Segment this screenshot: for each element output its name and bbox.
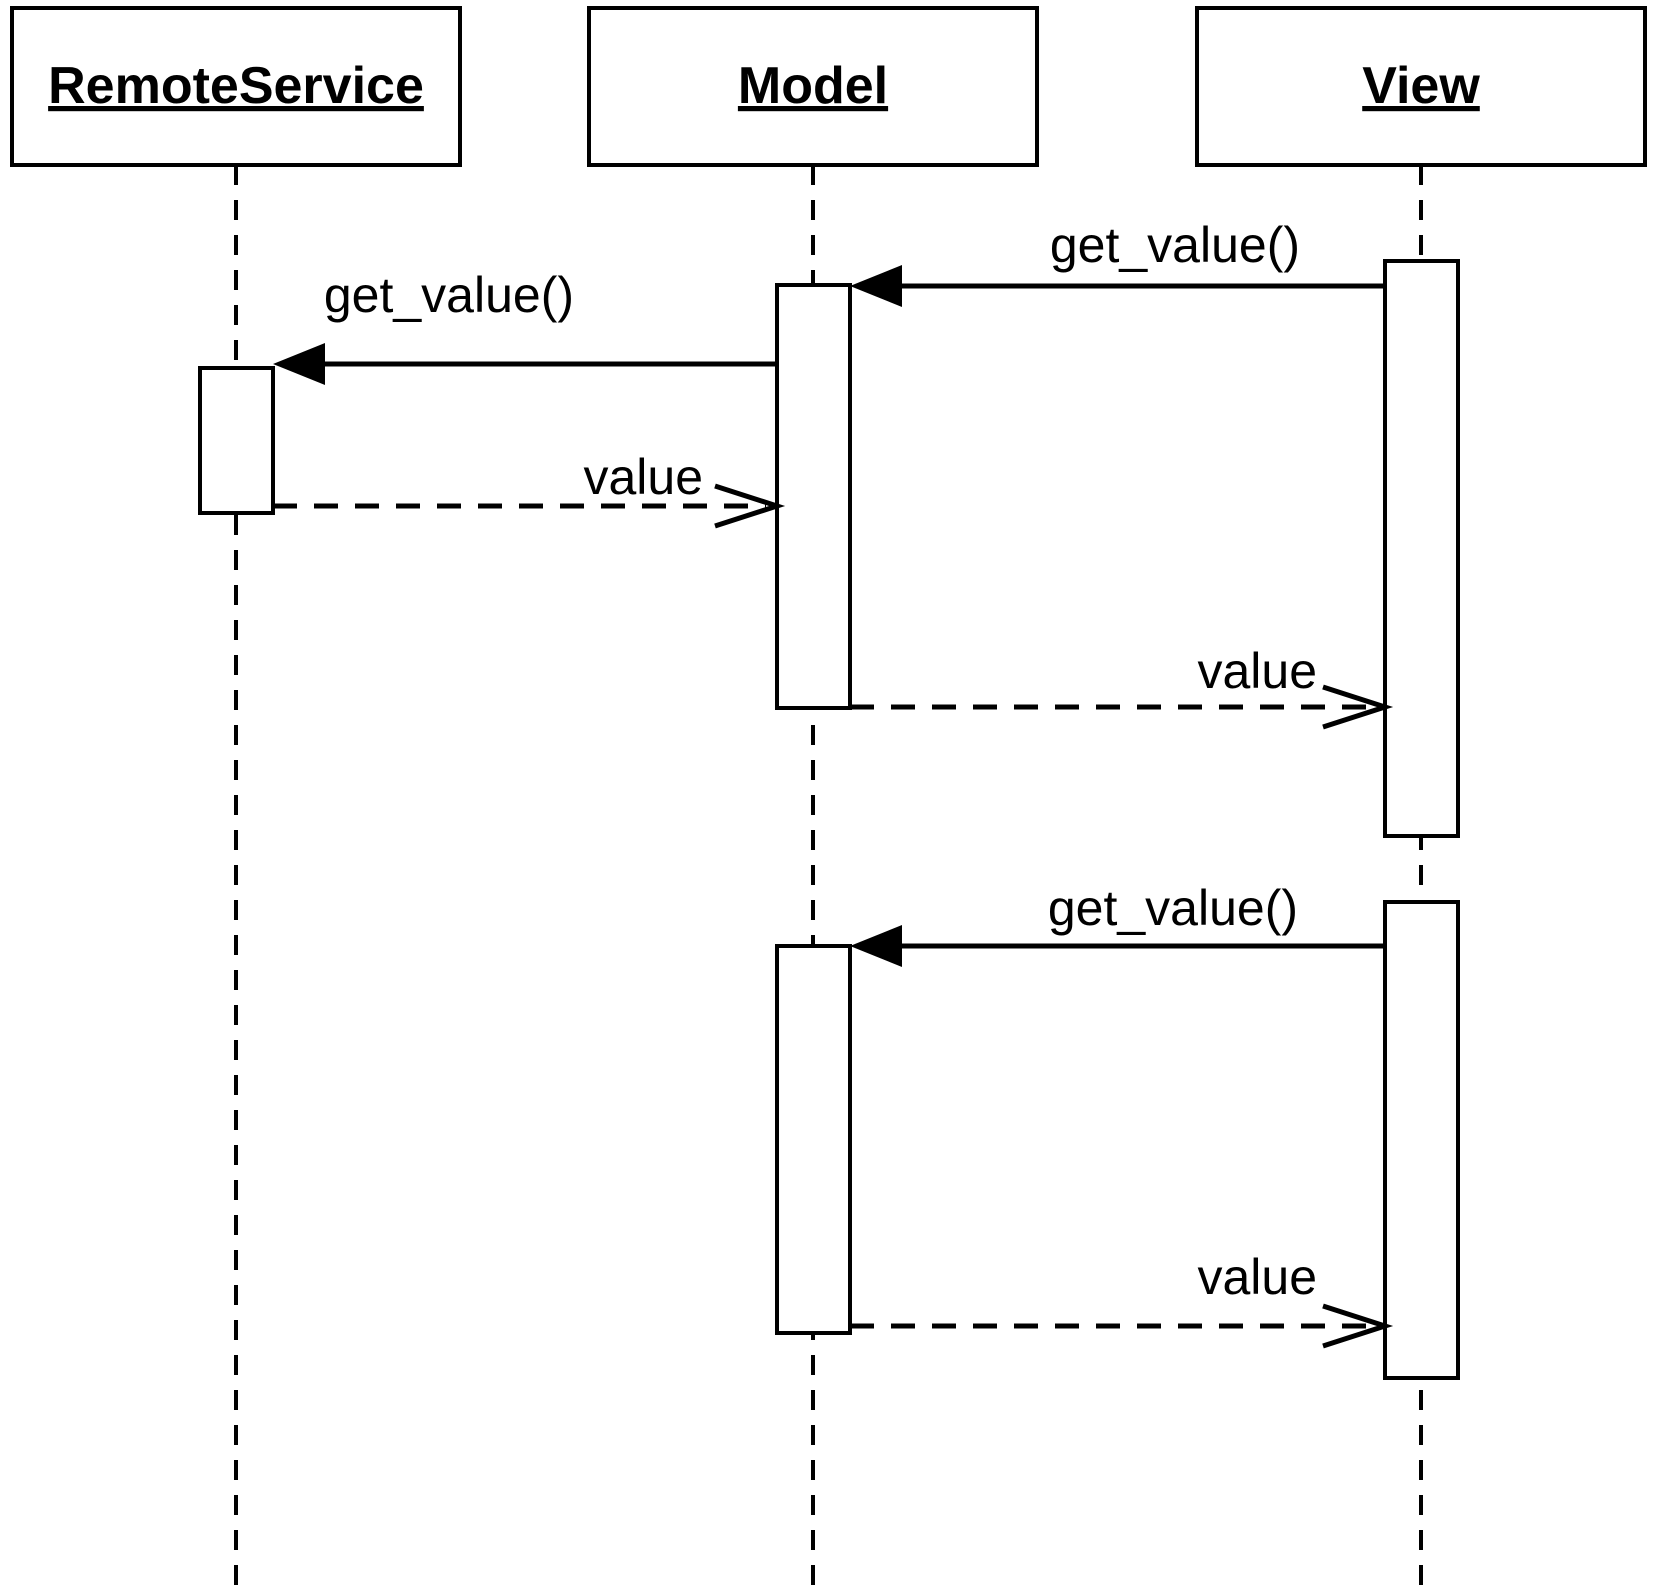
message-return-model-to-view-2: value (850, 1249, 1394, 1349)
message-call-model-to-remoteservice: get_value() (273, 267, 777, 385)
remoteservice-activation (198, 366, 275, 515)
participant-remoteservice: RemoteService (10, 6, 462, 167)
participant-model: Model (587, 6, 1039, 167)
message-2-arrowhead-icon (273, 343, 325, 385)
message-2-label: get_value() (324, 267, 574, 323)
participant-view: View (1195, 6, 1647, 167)
model-activation-1 (775, 283, 852, 710)
message-1-arrowhead-icon (850, 265, 902, 307)
message-call-view-to-model-1: get_value() (850, 217, 1385, 307)
message-return-remoteservice-to-model: value (273, 449, 786, 529)
message-4-label: value (1197, 643, 1317, 699)
message-3-label: value (583, 449, 703, 505)
model-header-box (587, 6, 1039, 167)
model-header-label: Model (738, 57, 888, 115)
message-5-arrowhead-icon (850, 925, 902, 967)
view-activation-1 (1383, 259, 1460, 838)
view-activation-2 (1383, 900, 1460, 1380)
message-5-label: get_value() (1048, 880, 1298, 936)
remoteservice-header-box (10, 6, 462, 167)
remoteservice-header-label: RemoteService (48, 57, 424, 115)
view-header-box (1195, 6, 1647, 167)
message-1-label: get_value() (1050, 217, 1300, 273)
message-3-arrowhead-icon (714, 483, 786, 529)
message-return-model-to-view-1: value (850, 643, 1394, 730)
message-4-arrowhead-icon (1322, 684, 1394, 730)
message-6-arrowhead-icon (1322, 1303, 1394, 1349)
view-header-label: View (1362, 57, 1480, 115)
model-activation-2 (775, 944, 852, 1335)
message-call-view-to-model-2: get_value() (850, 880, 1385, 967)
message-6-label: value (1197, 1249, 1317, 1305)
